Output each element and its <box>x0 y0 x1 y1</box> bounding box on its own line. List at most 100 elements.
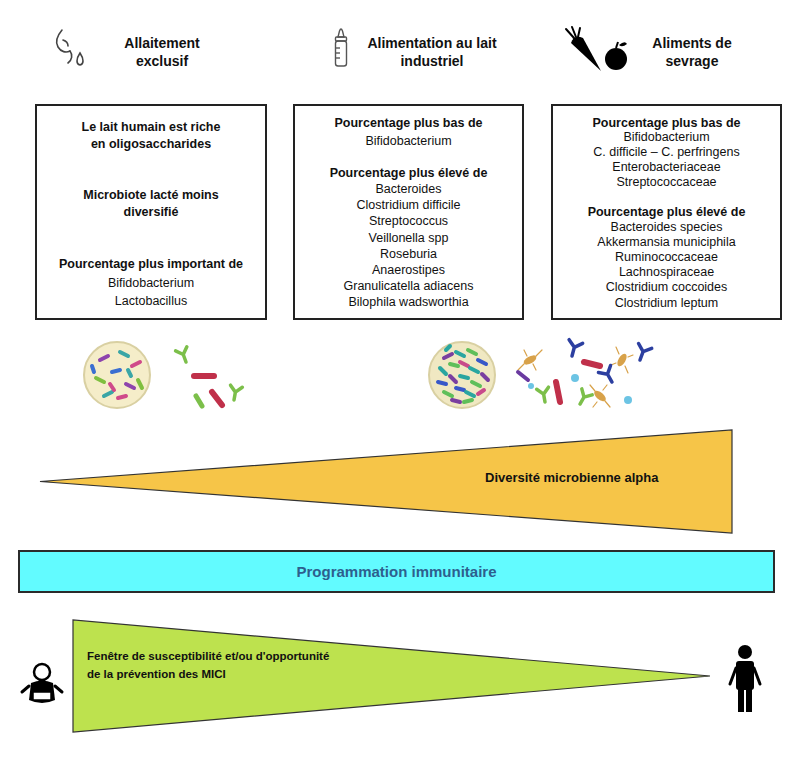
adult-icon-part <box>736 661 754 690</box>
petri-dish-part <box>450 364 458 366</box>
petri-dish-part <box>450 376 456 382</box>
petri-dish-part <box>468 350 476 354</box>
petri-dish-part <box>438 382 446 384</box>
immune-band: Programmation immunitaire <box>18 550 775 593</box>
petri-dish-part <box>132 362 140 366</box>
food-icon-part <box>616 42 618 48</box>
microbe-cluster-part <box>537 387 551 403</box>
adult-icon-part <box>730 668 760 684</box>
breastfeeding-icon-part <box>77 53 83 65</box>
baby-icon-part <box>22 686 62 692</box>
petri-dish-part <box>460 376 468 378</box>
axis-label: Diversité microbienne alpha <box>485 470 715 486</box>
breastfeeding-icon <box>57 30 83 65</box>
petri-dish-part <box>96 378 104 382</box>
microbe-cluster-part <box>228 385 242 401</box>
bottle-icon <box>336 29 347 66</box>
taxon-name: Enterobacteriaceae <box>553 159 780 175</box>
microbe-cluster-part <box>571 374 579 382</box>
diversity-triangle-outline <box>40 430 732 533</box>
petri-dish-part <box>110 384 114 390</box>
baby-icon-part <box>34 664 50 680</box>
taxon-name: Bacteroides <box>295 181 522 197</box>
taxon-name: Streptococcus <box>295 213 522 229</box>
taxon-name: Bifidobacterium <box>37 275 265 291</box>
petri-dish-part <box>482 374 488 380</box>
bottle-icon-part <box>336 52 340 53</box>
breastfeeding-icon-part <box>57 30 70 52</box>
microbe-cluster-part <box>565 340 582 358</box>
microbe-cluster-part <box>196 396 202 406</box>
prevention-triangle: Fenêtre de susceptibilité et/ou d'opport… <box>73 620 710 732</box>
petri-dish-part <box>440 368 446 374</box>
petri-dish-part <box>472 382 480 386</box>
breastfeeding-icon-part <box>68 51 72 63</box>
feeding-heading: Aliments de sevrage <box>642 34 742 70</box>
microbe-cluster-part <box>518 350 542 370</box>
petri-dish-part <box>446 346 450 350</box>
bottle-icon-part <box>338 29 344 37</box>
taxon-name: Lactobacillus <box>37 293 265 309</box>
feeding-heading: Allaitement exclusif <box>112 34 212 70</box>
adult-icon-part <box>746 689 752 712</box>
taxon-name: Anaerostipes <box>295 262 522 278</box>
microbe-cluster-part <box>194 373 214 379</box>
petri-dish-part <box>138 380 142 388</box>
microbe-cluster-part <box>615 352 628 368</box>
taxon-name: Clostridium coccoides <box>553 279 780 295</box>
feeding-box: Alimentation au lait industrielPourcenta… <box>293 104 524 320</box>
microbe-cluster-part <box>624 396 632 404</box>
petri-dish-part <box>456 352 464 356</box>
group-heading: Pourcentage plus important de <box>37 256 265 272</box>
petri-dish-part <box>84 342 150 408</box>
petri-dish <box>84 342 150 408</box>
prevention-triangle-outline <box>73 620 710 732</box>
petri-dish-part <box>92 366 94 372</box>
group-heading: Pourcentage plus élevé de <box>295 165 522 181</box>
petri-dish-part <box>128 370 131 376</box>
microbe-cluster-part <box>176 347 192 364</box>
feeding-box: Aliments de sevragePourcentage plus bas … <box>551 104 782 320</box>
taxon-name: Akkermansia municiphila <box>553 234 780 250</box>
microbe-cluster <box>176 347 243 406</box>
petri-dish-part <box>444 392 452 396</box>
baby-icon-part <box>29 681 55 704</box>
taxon-name: Clostridium leptum <box>553 295 780 311</box>
microbe-cluster-part <box>584 362 600 366</box>
microbe-cluster-part <box>528 383 534 389</box>
baby-icon <box>22 664 62 703</box>
taxon-name: Ruminococcaceae <box>553 249 780 265</box>
food-icon-part <box>619 42 627 46</box>
petri-dish-part <box>444 354 452 358</box>
taxon-name: Lachnospiraceae <box>553 264 780 280</box>
bottle-icon-part <box>336 47 340 48</box>
food-icon-part <box>571 37 601 71</box>
microbe-cluster-part <box>212 392 222 405</box>
microbe-cluster-part <box>518 372 528 380</box>
petri-dish-part <box>112 370 120 372</box>
bottle-icon-part <box>336 41 347 66</box>
group-heading: Pourcentage plus bas de <box>553 115 780 131</box>
food-icon-part <box>566 27 580 38</box>
petri-dish-part <box>429 342 495 408</box>
taxon-name: C. difficile – C. perfringens <box>553 144 780 160</box>
microbe-cluster <box>518 340 652 407</box>
microbe-cluster-part <box>522 353 538 366</box>
window-label: Fenêtre de susceptibilité et/ou d'opport… <box>87 647 337 683</box>
petri-dish-part <box>118 396 126 398</box>
statement: Microbiote lacté moins diversifié <box>71 187 231 221</box>
taxon-name: Streptococcaceae <box>553 174 780 190</box>
taxon-name: Roseburia <box>295 246 522 262</box>
petri-dish-part <box>104 392 112 396</box>
adult-icon-part <box>738 689 744 712</box>
group-heading: Pourcentage plus bas de <box>295 115 522 131</box>
petri-dish-part <box>460 362 468 366</box>
taxon-name: Bifidobacterium <box>553 129 780 145</box>
feeding-heading: Alimentation au lait industriel <box>367 34 497 70</box>
breastfeeding-icon-part <box>63 40 68 46</box>
microbe-cluster-part <box>556 382 560 402</box>
petri-dish-part <box>478 390 484 394</box>
adult-icon-part <box>738 645 752 659</box>
baby-icon-part <box>33 692 51 700</box>
